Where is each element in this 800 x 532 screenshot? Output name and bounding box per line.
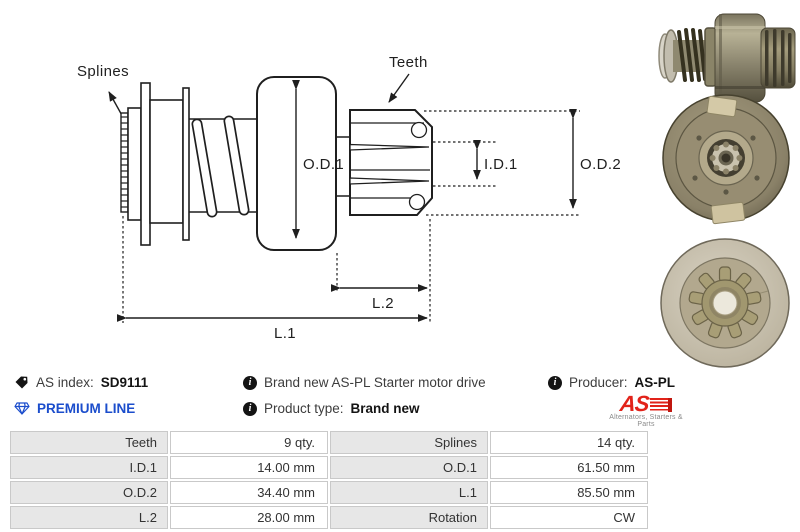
spec-label: Rotation xyxy=(330,506,488,529)
technical-diagram: Splines Teeth O.D.1 xyxy=(77,54,621,342)
od2-label: O.D.2 xyxy=(580,156,621,173)
l1-dimension: L.1 xyxy=(117,216,428,342)
product-photo-back-view xyxy=(662,94,790,225)
spec-label: Teeth xyxy=(10,431,168,454)
aspl-logo-tagline: Alternators, Starters & Parts xyxy=(609,414,683,428)
pinion-outline xyxy=(349,109,433,216)
spline-shaft xyxy=(120,112,129,213)
l2-label: L.2 xyxy=(372,295,394,312)
flange-1 xyxy=(140,82,151,246)
id1-label: I.D.1 xyxy=(484,156,518,173)
spec-table: Teeth 9 qty. Splines 14 qty. I.D.1 14.00… xyxy=(10,431,648,529)
product-type: i Product type: Brand new xyxy=(243,401,420,416)
spec-label: O.D.1 xyxy=(330,456,488,479)
spring xyxy=(189,115,257,218)
info-icon: i xyxy=(548,375,562,390)
pinion-gear-face xyxy=(688,266,762,339)
spec-label: Splines xyxy=(330,431,488,454)
spec-value: 14.00 mm xyxy=(170,456,328,479)
l2-dimension: L.2 xyxy=(331,219,431,323)
producer-value: AS-PL xyxy=(634,375,676,390)
info-bar: AS index: SD9111 PREMIUM LINE i Brand new… xyxy=(0,372,800,428)
product-description: i Brand new AS-PL Starter motor drive xyxy=(243,375,486,390)
teeth-arrow xyxy=(388,73,410,103)
spec-label: L.1 xyxy=(330,481,488,504)
as-index-label: AS index: xyxy=(36,375,94,390)
spec-value: 28.00 mm xyxy=(170,506,328,529)
od1-label: O.D.1 xyxy=(303,156,344,173)
spec-value: 9 qty. xyxy=(170,431,328,454)
info-icon: i xyxy=(243,401,257,416)
producer-label: Producer: xyxy=(569,375,628,390)
product-photo-front-view xyxy=(660,238,790,368)
aspl-logo-text: AS xyxy=(618,391,650,416)
product-photo-side-view xyxy=(658,13,796,103)
teeth-label: Teeth xyxy=(389,54,428,71)
spec-value: CW xyxy=(490,506,648,529)
spec-value: 61.50 mm xyxy=(490,456,648,479)
logo-stripes xyxy=(650,398,673,412)
as-index: AS index: SD9111 xyxy=(14,375,148,390)
od2-dimension: O.D.2 xyxy=(424,109,621,216)
premium-line-label: PREMIUM LINE xyxy=(37,401,136,416)
product-type-label: Product type: xyxy=(264,401,344,416)
flange-2 xyxy=(182,87,190,241)
spec-value: 14 qty. xyxy=(490,431,648,454)
spec-label: O.D.2 xyxy=(10,481,168,504)
hub-body xyxy=(149,99,184,224)
pinion-teeth xyxy=(349,121,430,211)
producer: i Producer: AS-PL xyxy=(548,375,675,390)
description-text: Brand new AS-PL Starter motor drive xyxy=(264,375,486,390)
splines-label: Splines xyxy=(77,63,129,80)
spec-value: 34.40 mm xyxy=(170,481,328,504)
spec-value: 85.50 mm xyxy=(490,481,648,504)
spec-label: L.2 xyxy=(10,506,168,529)
l1-label: L.1 xyxy=(274,325,296,342)
tag-icon xyxy=(15,376,28,389)
diamond-icon xyxy=(14,402,30,415)
spec-label: I.D.1 xyxy=(10,456,168,479)
product-type-value: Brand new xyxy=(350,401,420,416)
spline-collar xyxy=(127,107,142,221)
info-icon: i xyxy=(243,375,257,390)
aspl-logo: AS Alternators, Starters & Parts xyxy=(601,391,691,428)
id1-dimension: I.D.1 xyxy=(433,140,518,187)
as-index-value: SD9111 xyxy=(100,375,149,390)
premium-line: PREMIUM LINE xyxy=(14,401,135,416)
